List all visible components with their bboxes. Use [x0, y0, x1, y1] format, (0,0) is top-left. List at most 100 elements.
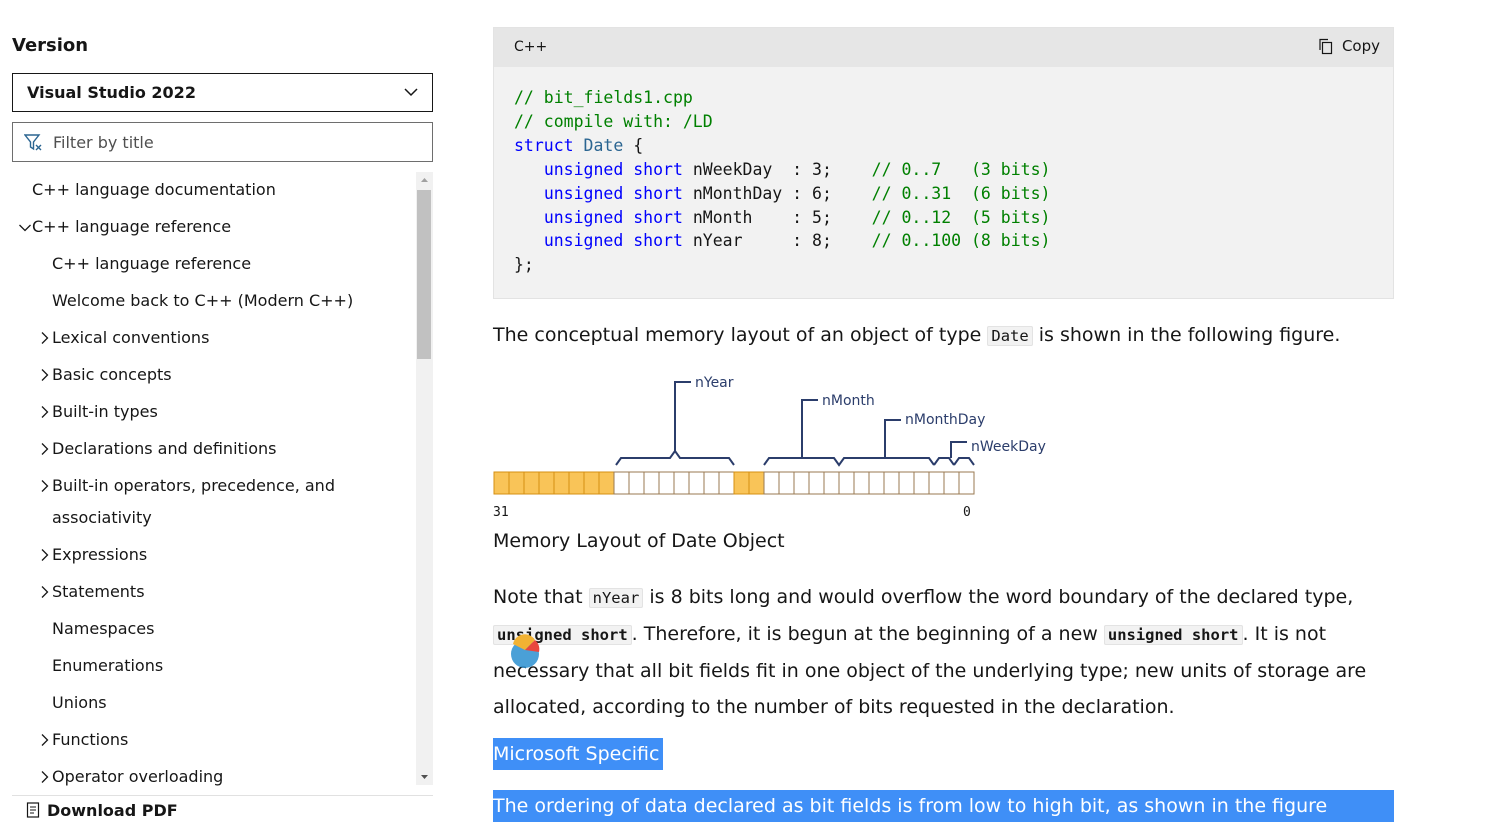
toc-item[interactable]: Enumerations: [52, 656, 164, 675]
bit-high-label: 31: [493, 505, 509, 520]
figure-caption: Memory Layout of Date Object: [493, 530, 785, 552]
memory-layout-figure: nYear nMonth nMonthDay nWeekDay 31 0: [493, 375, 1046, 520]
code-body: // bit_fields1.cpp // compile with: /LD st…: [514, 86, 1050, 277]
toc-item[interactable]: Declarations and definitions: [41, 433, 277, 465]
code-line: unsigned short nMonthDay : 6; // 0..31 (…: [543, 183, 1051, 203]
version-selected-value: Visual Studio 2022: [27, 83, 196, 102]
copy-icon: [1319, 38, 1333, 54]
bit-cell: [643, 471, 660, 495]
bracket-nweekday: [953, 457, 975, 466]
toc-item[interactable]: Built-in types: [41, 396, 158, 428]
inline-code: unsigned short: [1103, 625, 1243, 645]
bit-cell: [883, 471, 900, 495]
chevron-right-icon: [41, 586, 49, 598]
bit-cell: [703, 471, 720, 495]
label-nmonthday: nMonthDay: [905, 412, 985, 428]
chevron-right-icon: [41, 771, 49, 783]
chevron-right-icon: [41, 549, 49, 561]
toc-item[interactable]: Built-in operators, precedence, and asso…: [41, 470, 382, 534]
code-line: unsigned short nMonth : 5; // 0..12 (5 b…: [543, 207, 1051, 227]
bit-cell: [493, 471, 510, 495]
toc-item[interactable]: C++ language reference: [19, 211, 231, 243]
bit-cell: [958, 471, 975, 495]
code-line: // compile with: /LD: [514, 111, 713, 131]
filter-input[interactable]: Filter by title: [12, 122, 433, 162]
bit-cell: [538, 471, 555, 495]
filter-placeholder: Filter by title: [53, 132, 154, 152]
bit-cell: [838, 471, 855, 495]
bit-low-label: 0: [963, 505, 971, 520]
toc-item[interactable]: Basic concepts: [41, 359, 172, 391]
toc-item[interactable]: Operator overloading: [41, 761, 223, 787]
selected-paragraph: The ordering of data declared as bit fie…: [493, 790, 1394, 822]
chevron-right-icon: [41, 369, 49, 381]
label-nyear: nYear: [695, 375, 734, 391]
bit-cell: [943, 471, 960, 495]
paragraph: Note that nYear is 8 bits long and would…: [493, 586, 1367, 718]
code-line: };: [514, 255, 534, 275]
version-label: Version: [12, 35, 89, 56]
scroll-up-icon[interactable]: [416, 172, 433, 189]
version-dropdown[interactable]: Visual Studio 2022: [12, 73, 433, 112]
toc-item[interactable]: C++ language reference: [52, 254, 252, 273]
bit-cell: [598, 471, 615, 495]
bit-cell: [628, 471, 645, 495]
label-nweekday: nWeekDay: [971, 439, 1046, 455]
table-of-contents: C++ language documentation C++ language …: [12, 172, 415, 787]
bracket-nmonthday: [884, 419, 901, 458]
code-language: C++: [514, 39, 548, 55]
copy-label: Copy: [1341, 37, 1380, 55]
bracket-nyear: [615, 449, 735, 466]
toc-item[interactable]: Functions: [41, 724, 128, 756]
toc-item[interactable]: Statements: [41, 576, 145, 608]
sidebar: Version Visual Studio 2022 Filter by tit…: [0, 0, 445, 825]
bit-cell: [658, 471, 675, 495]
download-pdf-link[interactable]: Download PDF: [26, 801, 178, 820]
bit-cell: [853, 471, 870, 495]
bit-cell: [508, 471, 525, 495]
scroll-down-icon[interactable]: [416, 768, 433, 785]
toc-item[interactable]: Namespaces: [52, 619, 155, 638]
code-line: struct Date {: [514, 135, 644, 155]
toc-item[interactable]: Lexical conventions: [41, 322, 209, 354]
paragraph: The conceptual memory layout of an objec…: [493, 324, 1341, 346]
bit-cell: [793, 471, 810, 495]
bit-cell: [913, 471, 930, 495]
bit-cell: [928, 471, 945, 495]
section-heading: Microsoft Specific: [493, 738, 664, 770]
inline-code: Date: [987, 326, 1033, 346]
filter-icon: [24, 134, 42, 151]
chevron-right-icon: [41, 734, 49, 746]
bit-cell: [523, 471, 540, 495]
scrollbar-thumb[interactable]: [417, 190, 431, 359]
bit-cell: [718, 471, 735, 495]
toc-item[interactable]: Welcome back to C++ (Modern C++): [52, 291, 354, 310]
toc-item[interactable]: Expressions: [41, 539, 147, 571]
bit-cell: [763, 471, 780, 495]
bit-cell: [823, 471, 840, 495]
bit-cell: [568, 471, 585, 495]
chevron-down-icon: [404, 88, 418, 97]
download-pdf-label: Download PDF: [47, 801, 178, 820]
bracket-nmonth: [763, 457, 935, 467]
code-line: unsigned short nWeekDay : 3; // 0..7 (3 …: [543, 159, 1051, 179]
copy-button[interactable]: Copy: [1318, 37, 1380, 55]
bit-cell: [808, 471, 825, 495]
code-header: C++ Copy: [494, 28, 1393, 67]
bit-cell: [868, 471, 885, 495]
toc-scrollbar[interactable]: [416, 172, 433, 785]
cursor-icon: [511, 634, 540, 668]
inline-code: nYear: [588, 588, 644, 608]
toc-item[interactable]: Unions: [52, 693, 107, 712]
label-nmonth: nMonth: [822, 393, 875, 409]
code-line: // bit_fields1.cpp: [514, 88, 693, 107]
bit-cell: [898, 471, 915, 495]
bit-cell: [688, 471, 705, 495]
bit-cell: [778, 471, 795, 495]
toc-item[interactable]: C++ language documentation: [32, 180, 276, 199]
pdf-icon: [26, 802, 40, 818]
chevron-right-icon: [41, 406, 49, 418]
chevron-right-icon: [41, 443, 49, 455]
chevron-right-icon: [41, 480, 49, 492]
bit-cell: [748, 471, 765, 495]
